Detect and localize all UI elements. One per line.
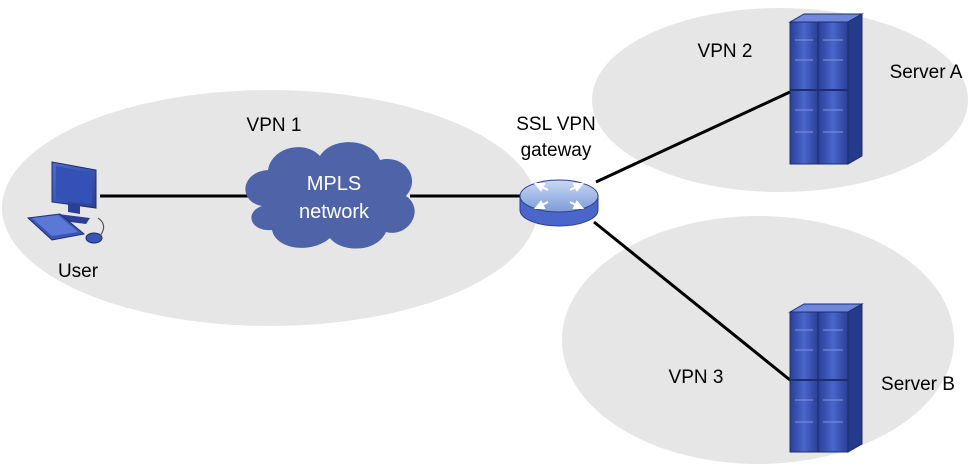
vpn1-label: VPN 1 <box>247 115 302 136</box>
link-gateway-server-b <box>593 220 791 382</box>
server-b-label: Server B <box>881 374 955 395</box>
mpls-cloud-icon: MPLS network <box>245 142 415 249</box>
cloud-label-line1: MPLS <box>307 173 361 195</box>
gateway-label-line1: SSL VPN <box>516 114 596 135</box>
vpn3-label: VPN 3 <box>669 367 724 388</box>
vpn3-region <box>562 216 954 464</box>
links <box>100 90 791 382</box>
user-label: User <box>58 261 99 282</box>
server-b-icon <box>788 303 864 453</box>
desktop-computer-icon <box>26 161 105 244</box>
vpn2-label: VPN 2 <box>698 41 753 62</box>
vpn2-region <box>592 8 968 192</box>
link-gateway-server-a <box>595 90 791 184</box>
server-a-label: Server A <box>890 62 963 83</box>
server-a-icon <box>788 13 864 165</box>
router-icon <box>519 179 599 227</box>
gateway-label-line2: gateway <box>521 140 592 161</box>
cloud-label-line2: network <box>299 201 370 223</box>
